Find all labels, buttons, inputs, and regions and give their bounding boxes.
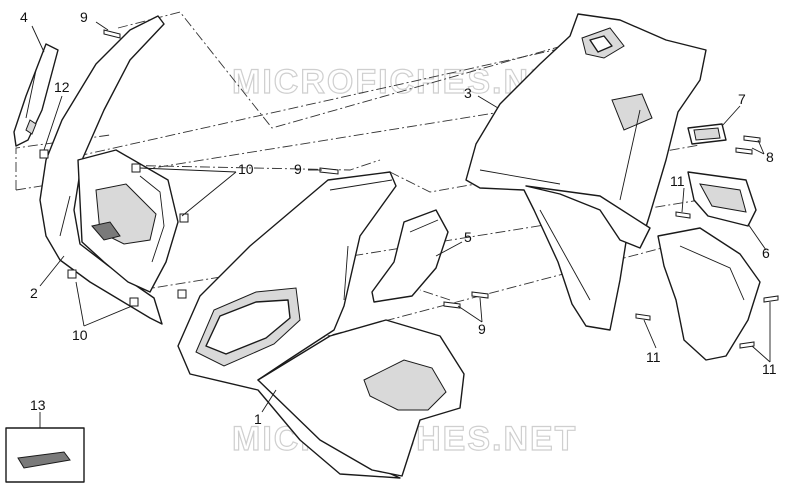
screw-11-c-icon <box>763 295 779 303</box>
clip-10-b-icon <box>179 213 189 223</box>
screw-11-a-icon <box>675 211 691 219</box>
callout-8: 8 <box>766 149 774 165</box>
part-7-connector <box>687 123 727 145</box>
part-6-side-cover <box>687 171 757 227</box>
screw-8-b-icon <box>743 135 761 143</box>
callout-13: 13 <box>30 397 46 413</box>
screw-9-top-icon <box>103 29 121 39</box>
leader-lines <box>31 21 771 428</box>
callout-labels: 4 9 12 10 9 3 7 8 11 6 5 2 10 9 1 11 11 … <box>20 9 777 427</box>
callout-9-middle: 9 <box>294 161 302 177</box>
callout-5: 5 <box>464 229 472 245</box>
callout-1: 1 <box>254 411 262 427</box>
callout-4: 4 <box>20 9 28 25</box>
callout-11-upper: 11 <box>670 173 685 189</box>
screw-8-a-icon <box>735 147 753 155</box>
callout-6: 6 <box>762 245 770 261</box>
screw-set <box>39 29 779 349</box>
part-2-inner-panel <box>39 15 179 325</box>
part-1-main-fairing <box>177 171 465 479</box>
clip-10-d-icon <box>177 289 187 299</box>
callout-9-top: 9 <box>80 9 88 25</box>
clip-10-a-icon <box>131 163 141 173</box>
callout-10-upper: 10 <box>238 161 254 177</box>
clip-12-icon <box>39 149 49 159</box>
callout-7: 7 <box>738 91 746 107</box>
clip-10-c-icon <box>129 297 139 307</box>
part-4-upper-trim <box>13 43 59 147</box>
screw-11-d-icon <box>739 341 755 349</box>
part-13-kit-box <box>5 427 85 483</box>
callout-12: 12 <box>54 79 70 95</box>
screw-9-lower-b-icon <box>471 291 489 299</box>
part-lower-right-panel <box>657 227 761 361</box>
callout-11-lower: 11 <box>646 349 661 365</box>
callout-11-right: 11 <box>762 361 777 377</box>
callout-10-lower: 10 <box>72 327 88 343</box>
clip-10-e-icon <box>67 269 77 279</box>
callout-2: 2 <box>30 285 38 301</box>
screw-9-middle-icon <box>319 167 339 175</box>
callout-3: 3 <box>464 85 472 101</box>
part-5-side-panel <box>371 209 449 303</box>
part-3-inner-fairing <box>465 13 707 331</box>
screw-11-b-icon <box>635 313 651 321</box>
callout-9-lower: 9 <box>478 321 486 337</box>
screw-9-lower-a-icon <box>443 301 461 309</box>
